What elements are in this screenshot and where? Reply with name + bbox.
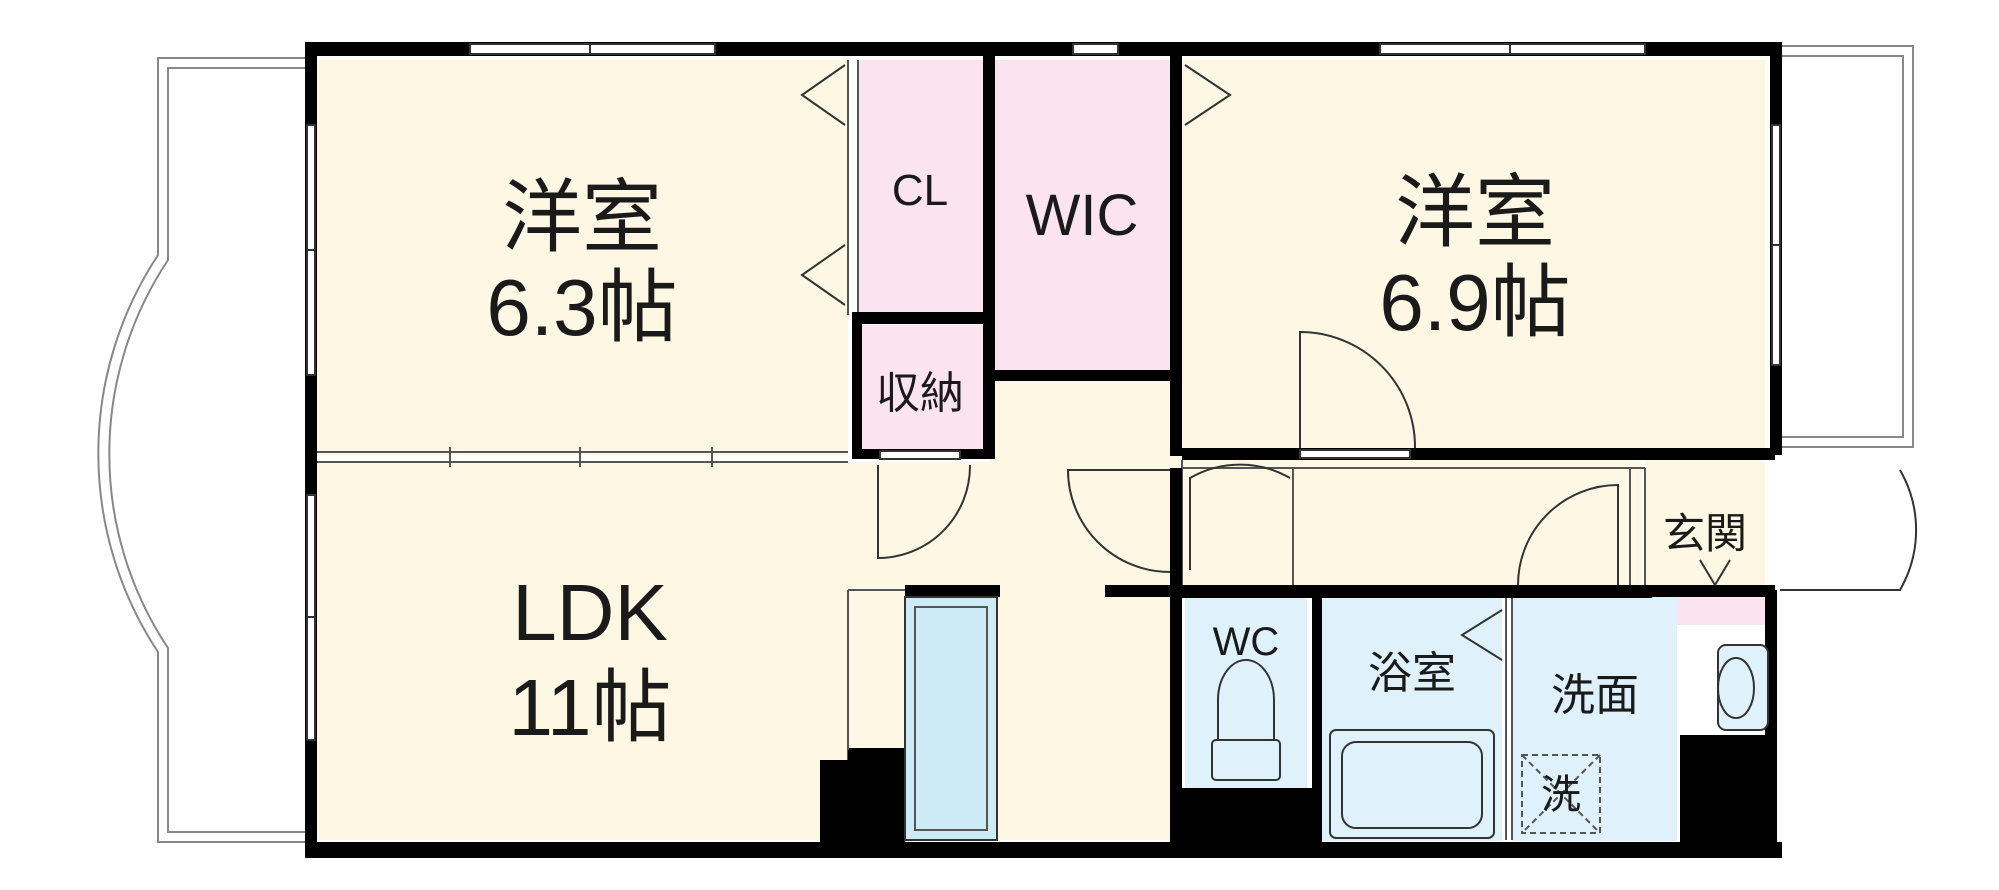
hallway-floor	[1182, 460, 1642, 588]
floor-fills	[315, 60, 1765, 841]
bath-door	[1460, 609, 1503, 661]
entrance-door	[1780, 469, 1918, 591]
bathroom-label: 浴室	[1368, 649, 1456, 698]
washroom-floor	[1512, 598, 1677, 841]
balcony-right	[1775, 45, 1914, 448]
entrance-shoe-rack-door	[1699, 559, 1731, 586]
wic-folding-door	[1184, 64, 1232, 126]
doors	[800, 64, 1918, 661]
bathtub-fixture	[1329, 729, 1495, 839]
western-room-right-size: 6.9帖	[1379, 258, 1570, 347]
toilet-door	[1189, 463, 1291, 570]
storage-door	[877, 464, 972, 560]
window-closet-door	[879, 450, 961, 460]
walk-in-closet-floor	[995, 60, 1170, 372]
closet-floor	[858, 60, 983, 313]
wic-label: WIC	[1026, 183, 1139, 248]
washroom-door	[1517, 483, 1619, 586]
windows	[306, 43, 1781, 741]
toilet-fixture	[1211, 659, 1281, 781]
washroom-label: 洗面	[1551, 671, 1639, 720]
bathroom-floor	[1322, 598, 1502, 841]
ldk-floor	[315, 462, 1173, 840]
western-room-left-size: 6.3帖	[486, 263, 677, 352]
western-room-left-name: 洋室	[502, 173, 662, 262]
kitchen-counter	[847, 590, 998, 841]
western-room-left-floor	[315, 60, 848, 455]
western-room-right-name: 洋室	[1395, 168, 1555, 257]
balcony-left	[97, 57, 305, 843]
ldk-corridor-floor	[990, 380, 1180, 480]
washer-space	[1521, 754, 1601, 834]
washer-label: 洗	[1541, 773, 1581, 817]
closet-label: CL	[892, 166, 948, 215]
entrance-label: 玄関	[1663, 510, 1747, 557]
western-room-right-floor	[1182, 60, 1765, 448]
ldk-size: 11帖	[508, 663, 671, 752]
window-top-left	[469, 43, 716, 55]
window-western-right-door	[1299, 449, 1411, 459]
toilet-label: WC	[1213, 620, 1280, 664]
washbasin-fixture	[1717, 644, 1769, 731]
window-top-small	[1072, 43, 1119, 55]
ldk-name: LDK	[512, 568, 668, 657]
western-right-door	[1299, 330, 1417, 449]
storage-label: 収納	[876, 369, 964, 418]
closet-folding-door-left	[800, 64, 846, 306]
storage-floor	[858, 325, 983, 450]
window-top-right	[1379, 43, 1646, 55]
ldk-door	[1066, 469, 1171, 573]
